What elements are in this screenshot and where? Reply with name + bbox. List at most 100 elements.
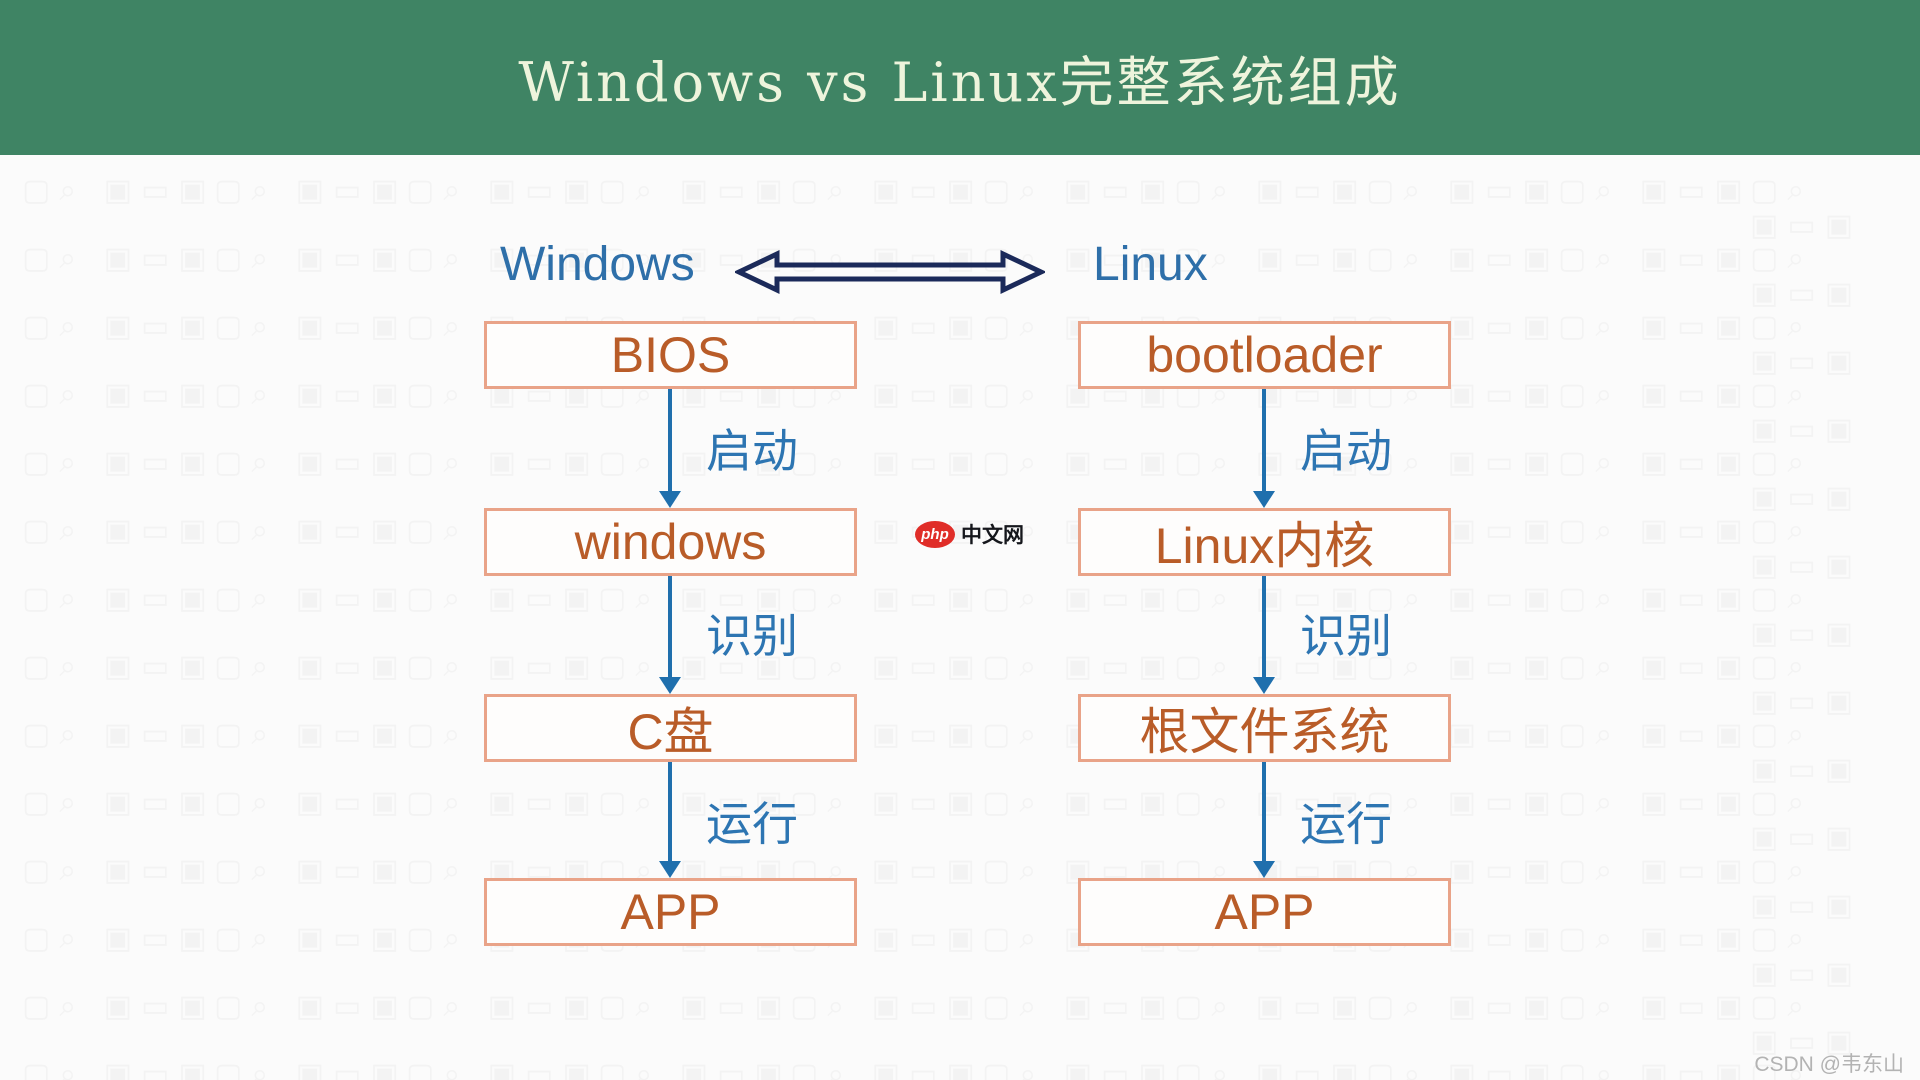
php-cn-watermark: php 中文网 [915, 519, 1024, 549]
down-arrow-icon [659, 677, 681, 694]
watermark-tile: ▢⌕ ▣▭▣ [1558, 173, 1752, 208]
watermark-tile: ▢⌕ ▣▭▣ [982, 581, 1176, 616]
watermark-tile: ▢⌕ ▣▭▣ [214, 173, 408, 208]
watermark-tile: ▢⌕ ▣▭▣ [1558, 921, 1752, 956]
title-banner: Windows vs Linux完整系统组成 [0, 0, 1920, 155]
watermark-tile: ▢⌕ ▣▭▣ [214, 513, 408, 548]
watermark-tile: ▢⌕ ▣▭▣ [1558, 853, 1752, 888]
watermark-tile: ▢⌕ ▣▭▣ [1174, 989, 1368, 1024]
box-bootloader: bootloader [1078, 321, 1451, 389]
watermark-tile: ▢⌕ ▣▭▣ [406, 989, 600, 1024]
watermark-tile: ▢⌕ ▣▭▣ [22, 921, 216, 956]
watermark-tile: ▢⌕ ▣▭▣ [1558, 581, 1752, 616]
flow-arrow-shaft [668, 762, 672, 862]
watermark-tile: ▢⌕ ▣▭▣ [22, 785, 216, 820]
watermark-tile: ▢⌕ ▣▭▣ [1366, 649, 1560, 684]
watermark-tile: ▢⌕ ▣▭▣ [1558, 1057, 1752, 1080]
watermark-tile: ▢⌕ ▣▭▣ [790, 785, 984, 820]
watermark-tile: ▢⌕ ▣▭▣ [1750, 785, 1863, 855]
watermark-tile: ▢⌕ ▣▭▣ [790, 1057, 984, 1080]
watermark-tile: ▢⌕ ▣▭▣ [1366, 989, 1560, 1024]
watermark-tile: ▢⌕ ▣▭▣ [982, 173, 1176, 208]
watermark-tile: ▢⌕ ▣▭▣ [1750, 649, 1863, 719]
flow-arrow-shaft [1262, 762, 1266, 862]
watermark-tile: ▢⌕ ▣▭▣ [1750, 445, 1863, 515]
watermark-tile: ▢⌕ ▣▭▣ [214, 581, 408, 616]
watermark-tile: ▢⌕ ▣▭▣ [214, 377, 408, 412]
watermark-tile: ▢⌕ ▣▭▣ [22, 513, 216, 548]
watermark-tile: ▢⌕ ▣▭▣ [214, 717, 408, 752]
watermark-tile: ▢⌕ ▣▭▣ [214, 649, 408, 684]
flow-arrow-shaft [668, 576, 672, 678]
watermark-tile: ▢⌕ ▣▭▣ [598, 1057, 792, 1080]
watermark-tile: ▢⌕ ▣▭▣ [1366, 581, 1560, 616]
watermark-tile: ▢⌕ ▣▭▣ [22, 649, 216, 684]
watermark-tile: ▢⌕ ▣▭▣ [22, 241, 216, 276]
php-cn-site-label: 中文网 [961, 524, 1024, 547]
watermark-tile: ▢⌕ ▣▭▣ [1750, 241, 1863, 311]
flow-label-boot-right: 启动 [1300, 426, 1392, 477]
watermark-tile: ▢⌕ ▣▭▣ [982, 989, 1176, 1024]
watermark-tile: ▢⌕ ▣▭▣ [214, 241, 408, 276]
watermark-tile: ▢⌕ ▣▭▣ [1750, 377, 1863, 447]
box-root-filesystem: 根文件系统 [1078, 694, 1451, 762]
box-c-drive: C盘 [484, 694, 857, 762]
watermark-tile: ▢⌕ ▣▭▣ [982, 785, 1176, 820]
watermark-tile: ▢⌕ ▣▭▣ [214, 1057, 408, 1080]
flow-arrow-shaft [1262, 576, 1266, 678]
watermark-tile: ▢⌕ ▣▭▣ [406, 581, 600, 616]
watermark-tile: ▢⌕ ▣▭▣ [22, 1057, 216, 1080]
watermark-tile: ▢⌕ ▣▭▣ [22, 989, 216, 1024]
watermark-tile: ▢⌕ ▣▭▣ [1750, 309, 1863, 379]
watermark-tile: ▢⌕ ▣▭▣ [1366, 173, 1560, 208]
watermark-tile: ▢⌕ ▣▭▣ [1366, 241, 1560, 276]
watermark-tile: ▢⌕ ▣▭▣ [22, 309, 216, 344]
watermark-tile: ▢⌕ ▣▭▣ [22, 173, 216, 208]
watermark-tile: ▢⌕ ▣▭▣ [1750, 853, 1863, 923]
watermark-tile: ▢⌕ ▣▭▣ [1558, 241, 1752, 276]
watermark-tile: ▢⌕ ▣▭▣ [214, 309, 408, 344]
linux-column-header: Linux [1093, 238, 1208, 291]
watermark-tile: ▢⌕ ▣▭▣ [22, 581, 216, 616]
watermark-tile: ▢⌕ ▣▭▣ [214, 445, 408, 480]
watermark-tile: ▢⌕ ▣▭▣ [790, 649, 984, 684]
flow-arrow-shaft [1262, 389, 1266, 492]
watermark-tile: ▢⌕ ▣▭▣ [1558, 989, 1752, 1024]
double-arrow-icon [735, 250, 1045, 294]
watermark-tile: ▢⌕ ▣▭▣ [22, 377, 216, 412]
watermark-tile: ▢⌕ ▣▭▣ [1750, 513, 1863, 583]
down-arrow-icon [1253, 677, 1275, 694]
down-arrow-icon [659, 861, 681, 878]
watermark-tile: ▢⌕ ▣▭▣ [982, 649, 1176, 684]
flow-label-boot-left: 启动 [706, 426, 798, 477]
flow-label-run-left: 运行 [706, 799, 798, 850]
watermark-tile: ▢⌕ ▣▭▣ [214, 853, 408, 888]
watermark-tile: ▢⌕ ▣▭▣ [1558, 445, 1752, 480]
watermark-tile: ▢⌕ ▣▭▣ [1558, 649, 1752, 684]
flow-label-identify-left: 识别 [706, 611, 798, 662]
watermark-tile: ▢⌕ ▣▭▣ [1750, 921, 1863, 991]
watermark-tile: ▢⌕ ▣▭▣ [790, 173, 984, 208]
watermark-tile: ▢⌕ ▣▭▣ [1750, 173, 1863, 243]
box-app-linux: APP [1078, 878, 1451, 946]
watermark-tile: ▢⌕ ▣▭▣ [1174, 1057, 1368, 1080]
watermark-tile: ▢⌕ ▣▭▣ [1558, 377, 1752, 412]
php-logo-icon: php [915, 520, 955, 548]
watermark-tile: ▢⌕ ▣▭▣ [22, 853, 216, 888]
watermark-tile: ▢⌕ ▣▭▣ [214, 921, 408, 956]
watermark-tile: ▢⌕ ▣▭▣ [214, 785, 408, 820]
box-app-windows: APP [484, 878, 857, 946]
windows-column-header: Windows [500, 238, 695, 291]
watermark-tile: ▢⌕ ▣▭▣ [1558, 513, 1752, 548]
down-arrow-icon [659, 491, 681, 508]
watermark-tile: ▢⌕ ▣▭▣ [406, 649, 600, 684]
watermark-tile: ▢⌕ ▣▭▣ [22, 717, 216, 752]
watermark-tile: ▢⌕ ▣▭▣ [1366, 1057, 1560, 1080]
watermark-tile: ▢⌕ ▣▭▣ [22, 445, 216, 480]
flow-label-run-right: 运行 [1300, 799, 1392, 850]
watermark-tile: ▢⌕ ▣▭▣ [982, 445, 1176, 480]
watermark-tile: ▢⌕ ▣▭▣ [598, 989, 792, 1024]
box-bios: BIOS [484, 321, 857, 389]
watermark-tile: ▢⌕ ▣▭▣ [214, 989, 408, 1024]
